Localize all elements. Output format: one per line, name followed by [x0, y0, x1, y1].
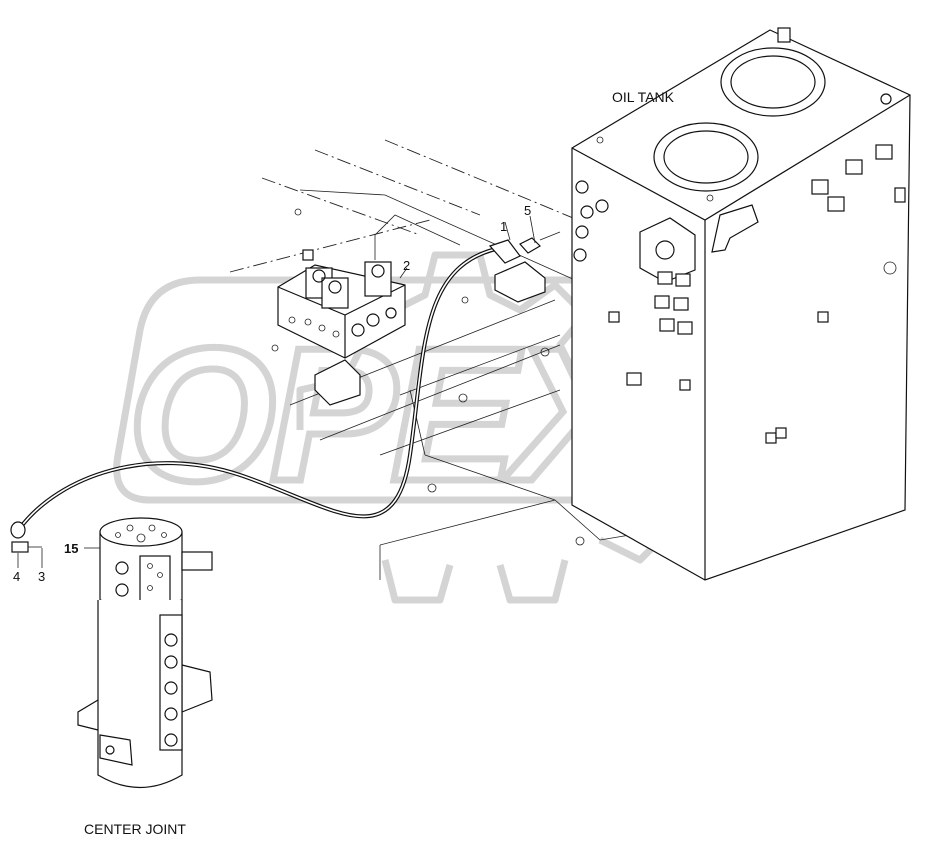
- oil-tank-label: OIL TANK: [612, 89, 675, 105]
- callout-5: 5: [524, 203, 531, 218]
- callout-1: 1: [500, 219, 507, 234]
- callout-4: 4: [13, 569, 20, 584]
- callout-3: 3: [38, 569, 45, 584]
- callout-2: 2: [403, 258, 410, 273]
- center-joint-label: CENTER JOINT: [84, 821, 186, 837]
- valve-block: [277, 261, 406, 359]
- hose-assembly: [10, 231, 561, 553]
- center-joint: [77, 517, 213, 789]
- watermark-text: OPEX: [128, 309, 648, 521]
- leader-lines: [17, 215, 536, 568]
- callout-15: 15: [64, 541, 78, 556]
- frame-outline: [229, 139, 631, 580]
- oil-tank: [571, 27, 911, 581]
